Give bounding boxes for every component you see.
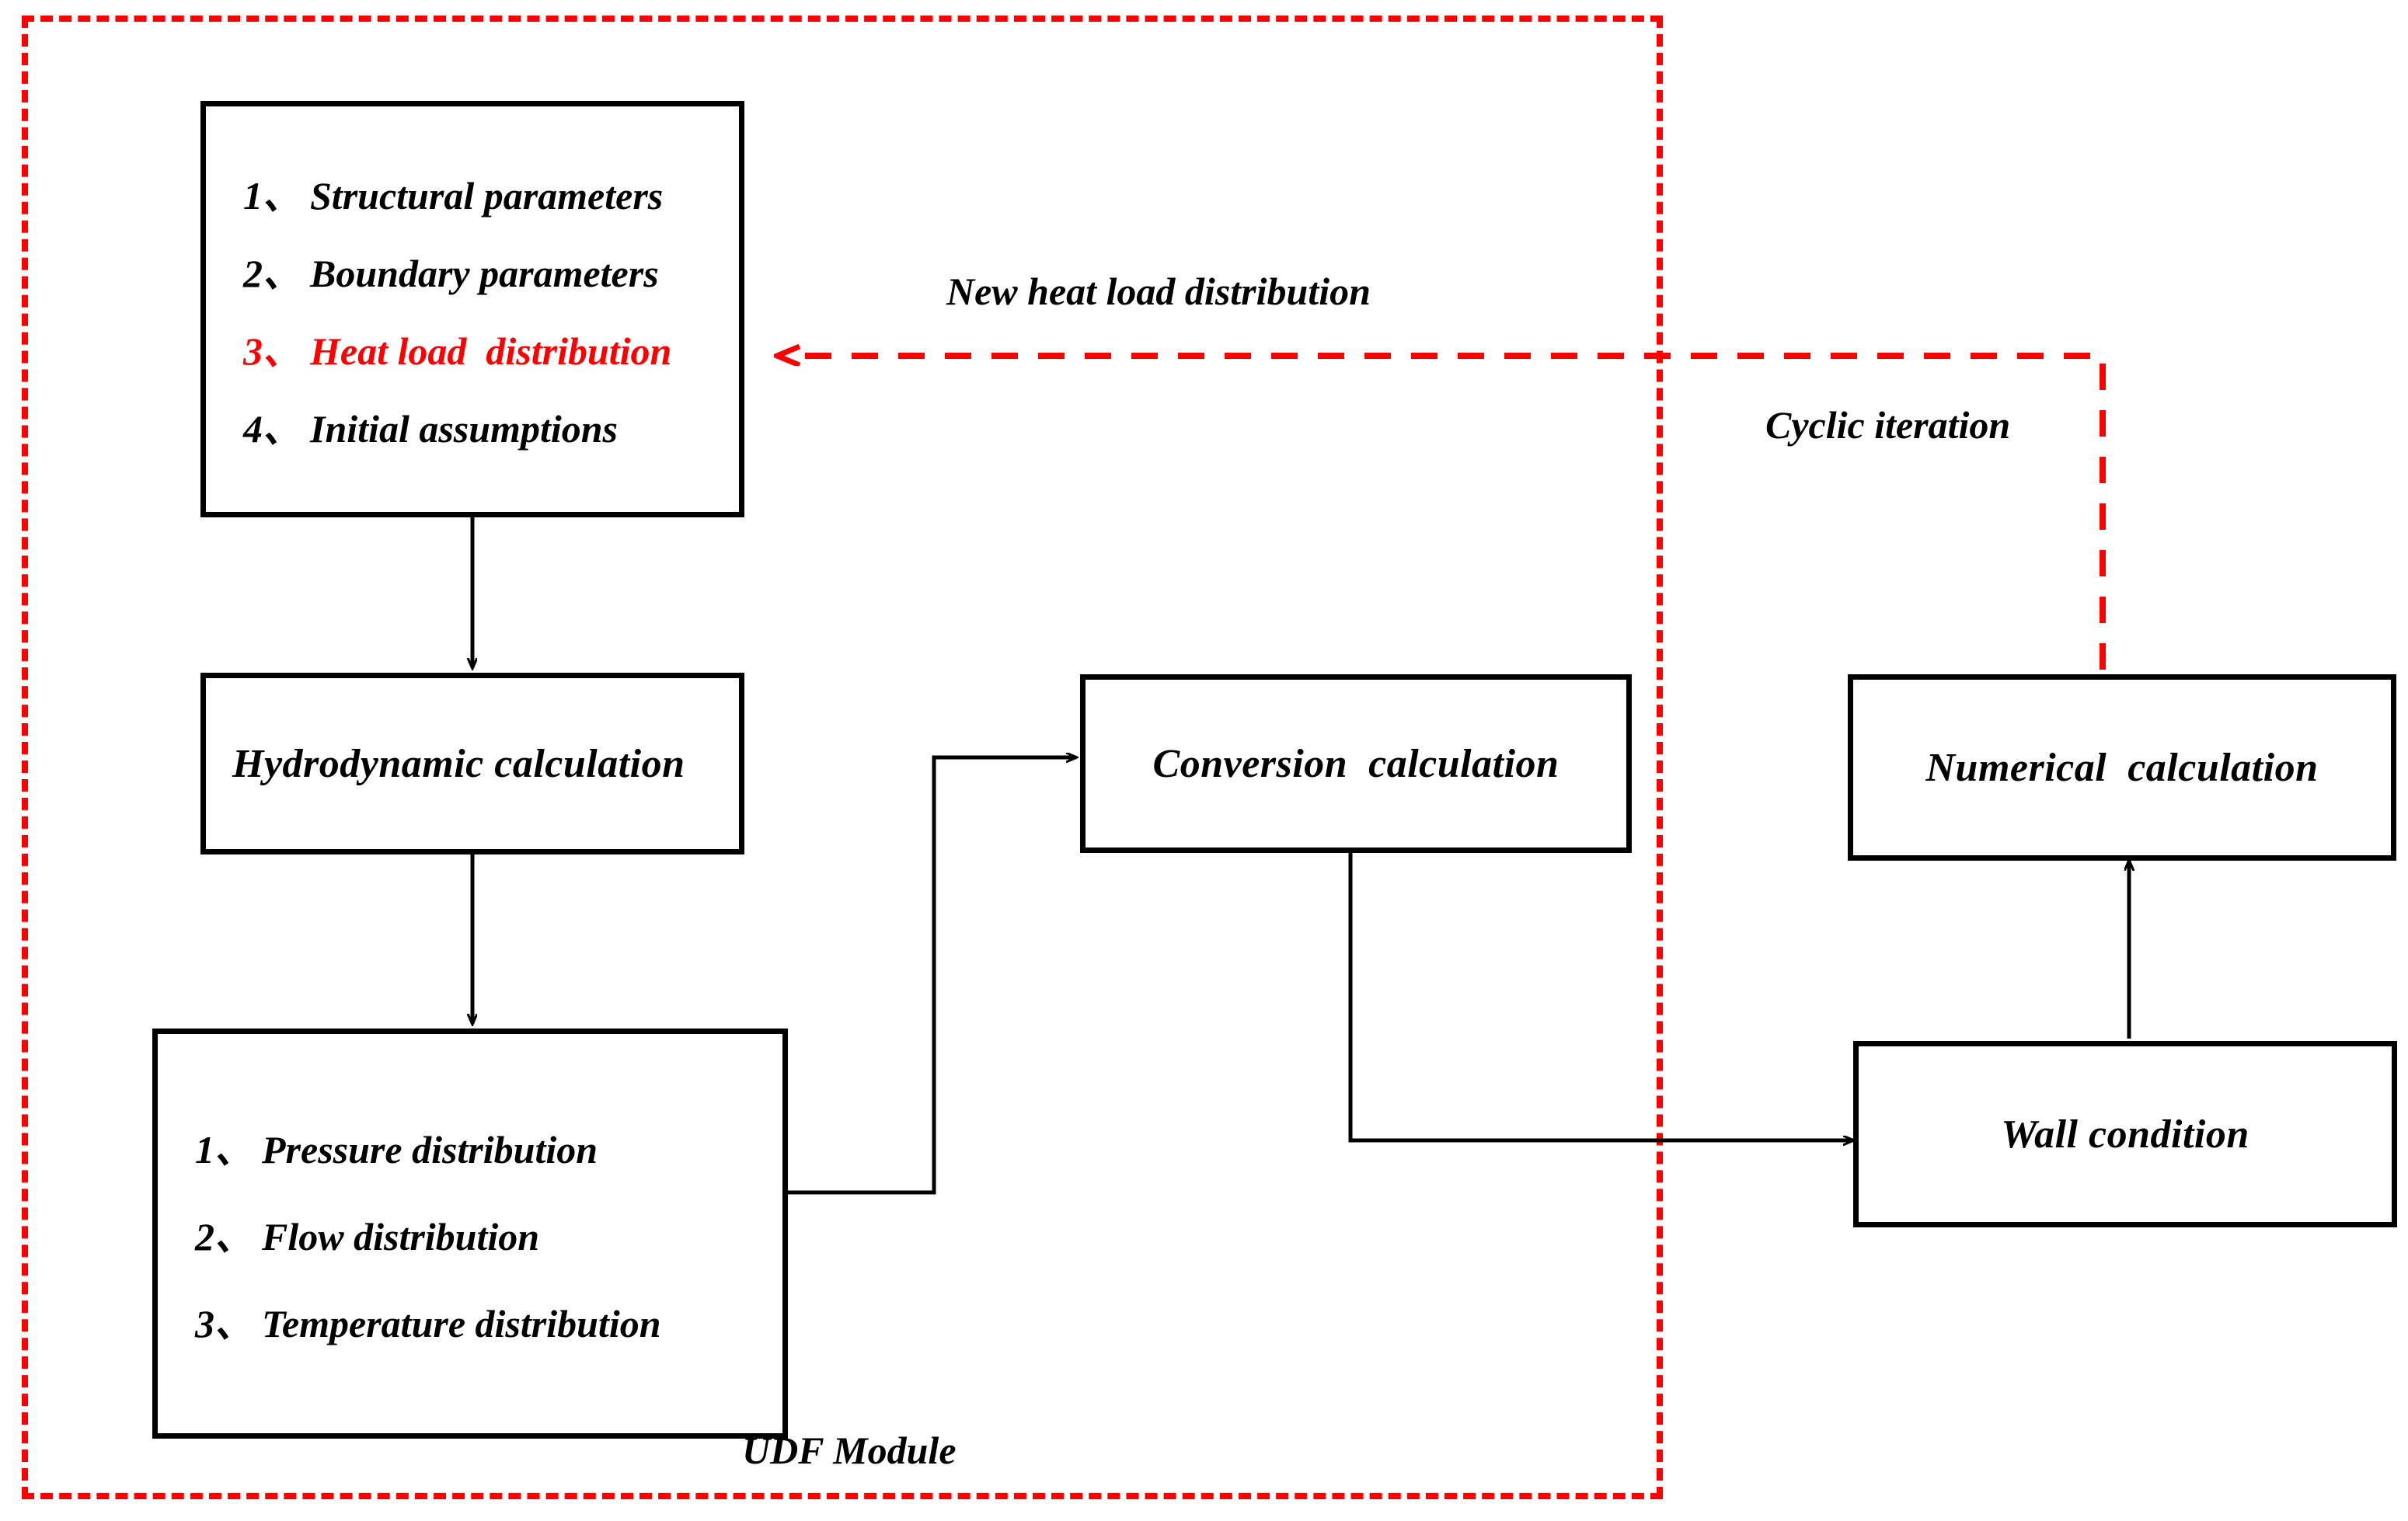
results-box[interactable]: 1、 Pressure distribution 2、 Flow distrib…	[152, 1029, 788, 1439]
label-udf-module: UDF Module	[742, 1429, 957, 1472]
list-item-number: 1、	[195, 1128, 253, 1171]
label-cyclic-iteration: Cyclic iteration	[1765, 403, 2011, 447]
list-item: 1、 Pressure distribution	[195, 1119, 782, 1175]
conversion-calculation-box[interactable]: Conversion calculation	[1080, 674, 1632, 853]
input-parameters-box[interactable]: 1、 Structural parameters 2、 Boundary par…	[200, 101, 744, 517]
node-label: Hydrodynamic calculation	[232, 741, 685, 786]
list-item-label: Structural parameters	[310, 174, 664, 218]
node-label: Wall condition	[2001, 1112, 2249, 1157]
list-item: 1、 Structural parameters	[243, 165, 739, 221]
list-item-label: Temperature distribution	[262, 1302, 661, 1345]
udf-module-boundary	[22, 16, 1663, 1499]
list-item-label: Heat load distribution	[310, 329, 672, 373]
list-item-heat-load: 3、 Heat load distribution	[243, 320, 739, 376]
node-label: Conversion calculation	[1152, 741, 1559, 786]
list-item-number: 2、	[195, 1215, 253, 1258]
label-new-heat-load-distribution: New heat load distribution	[946, 270, 1371, 313]
list-item: 4、 Initial assumptions	[243, 398, 739, 454]
list-item-label: Boundary parameters	[310, 252, 659, 295]
list-item-label: Initial assumptions	[310, 407, 618, 451]
node-label: Numerical calculation	[1925, 745, 2319, 790]
list-item-label: Pressure distribution	[262, 1128, 598, 1171]
list-item-number: 2、	[243, 252, 301, 295]
list-item-label: Flow distribution	[262, 1215, 540, 1258]
wall-condition-box[interactable]: Wall condition	[1853, 1041, 2397, 1227]
hydrodynamic-calculation-box[interactable]: Hydrodynamic calculation	[200, 673, 744, 854]
list-item-number: 3、	[195, 1302, 253, 1345]
list-item-number: 4、	[243, 407, 301, 451]
list-item-number: 1、	[243, 174, 301, 218]
list-item-number: 3、	[243, 329, 301, 373]
list-item: 2、 Boundary parameters	[243, 242, 739, 298]
list-item: 2、 Flow distribution	[195, 1206, 782, 1262]
numerical-calculation-box[interactable]: Numerical calculation	[1848, 674, 2396, 861]
list-item: 3、 Temperature distribution	[195, 1293, 782, 1349]
